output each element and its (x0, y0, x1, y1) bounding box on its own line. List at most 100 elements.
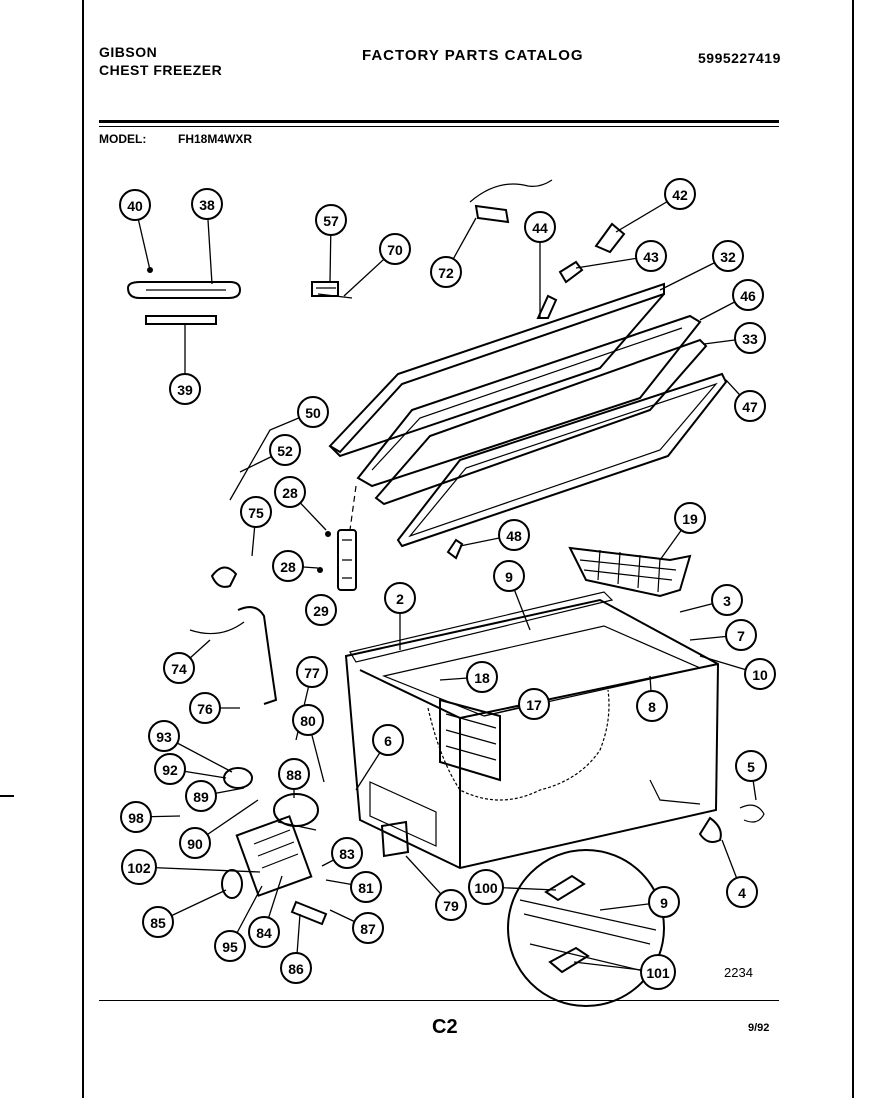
callout-80: 80 (292, 704, 324, 736)
callout-52: 52 (269, 434, 301, 466)
leader-lines (134, 193, 761, 973)
callout-102: 102 (121, 849, 157, 885)
drain-plug (446, 538, 464, 560)
light-bracket (536, 294, 558, 319)
svg-text:95: 95 (222, 939, 238, 955)
svg-text:52: 52 (277, 443, 293, 459)
mounting-bracket (290, 900, 328, 926)
lid-outer (328, 282, 665, 458)
svg-text:38: 38 (199, 197, 215, 213)
svg-text:28: 28 (282, 485, 298, 501)
svg-text:8: 8 (648, 699, 656, 715)
compressor (273, 793, 319, 827)
callout-84: 84 (248, 916, 280, 948)
svg-text:76: 76 (197, 701, 213, 717)
model-value: FH18M4WXR (178, 132, 253, 146)
callout-2: 2 (384, 582, 416, 614)
svg-text:3: 3 (723, 593, 731, 609)
drain-cap (698, 816, 722, 843)
svg-text:43: 43 (643, 249, 659, 265)
compressor-panel (235, 815, 313, 897)
callout-81: 81 (350, 871, 382, 903)
callout-9: 9 (493, 560, 525, 592)
divider-panel (439, 698, 501, 782)
callout-9: 9 (648, 886, 680, 918)
svg-text:2: 2 (396, 591, 404, 607)
callout-32: 32 (712, 240, 744, 272)
callout-46: 46 (732, 279, 764, 311)
svg-text:102: 102 (127, 860, 151, 876)
callout-89: 89 (185, 780, 217, 812)
callout-19: 19 (674, 502, 706, 534)
callout-93: 93 (148, 720, 180, 752)
svg-text:9: 9 (660, 895, 668, 911)
svg-text:79: 79 (443, 898, 459, 914)
svg-text:86: 86 (288, 961, 304, 977)
callout-48: 48 (498, 519, 530, 551)
svg-text:33: 33 (742, 331, 758, 347)
cabinet (344, 591, 720, 870)
brand-name: GIBSON (99, 44, 158, 60)
callout-101: 101 (640, 954, 676, 990)
drawing-number: 2234 (724, 965, 753, 980)
callout-76: 76 (189, 692, 221, 724)
callout-42: 42 (664, 178, 696, 210)
callout-47: 47 (734, 390, 766, 422)
svg-text:93: 93 (156, 729, 172, 745)
fan-motor (221, 869, 243, 899)
callout-92: 92 (154, 753, 186, 785)
thermostat (210, 566, 238, 588)
drain-tube (649, 779, 701, 805)
callout-75: 75 (240, 496, 272, 528)
svg-text:81: 81 (358, 880, 374, 896)
svg-text:89: 89 (193, 789, 209, 805)
callout-74: 74 (163, 652, 195, 684)
product-name: CHEST FREEZER (99, 62, 223, 78)
callout-28: 28 (272, 550, 304, 582)
svg-text:83: 83 (339, 846, 355, 862)
storage-basket (568, 546, 692, 598)
callout-33: 33 (734, 322, 766, 354)
callout-7: 7 (725, 619, 757, 651)
header-rule (99, 120, 779, 123)
catalog-part-number: 5995227419 (698, 50, 781, 66)
svg-text:32: 32 (720, 249, 736, 265)
margin-tick (0, 795, 14, 797)
svg-text:88: 88 (286, 767, 302, 783)
svg-text:39: 39 (177, 382, 193, 398)
svg-text:10: 10 (752, 667, 768, 683)
svg-text:5: 5 (747, 759, 755, 775)
svg-text:80: 80 (300, 713, 316, 729)
detail-inset (507, 849, 665, 1007)
callout-8: 8 (636, 690, 668, 722)
svg-text:90: 90 (187, 836, 203, 852)
callout-100: 100 (468, 869, 504, 905)
condenser-coil (427, 689, 610, 801)
page-frame (82, 0, 854, 1098)
callout-90: 90 (179, 827, 211, 859)
hinge-part (311, 281, 353, 299)
callout-98: 98 (120, 801, 152, 833)
callout-88: 88 (278, 758, 310, 790)
svg-text:77: 77 (304, 665, 320, 681)
callout-40: 40 (119, 189, 151, 221)
callout-17: 17 (518, 688, 550, 720)
callout-57: 57 (315, 204, 347, 236)
drain-fitting (739, 804, 765, 823)
svg-text:4: 4 (738, 885, 746, 901)
lid-hinge (337, 529, 357, 591)
control-box (380, 820, 410, 858)
lid-handle (126, 281, 242, 299)
light-socket (558, 260, 584, 284)
svg-text:29: 29 (313, 603, 329, 619)
handle-insert (145, 315, 217, 325)
callout-39: 39 (169, 373, 201, 405)
callout-70: 70 (379, 233, 411, 265)
hinge-screw-lower (317, 567, 323, 573)
light-lens (594, 222, 626, 254)
callout-5: 5 (735, 750, 767, 782)
svg-text:98: 98 (128, 810, 144, 826)
lid-liner (356, 314, 702, 488)
